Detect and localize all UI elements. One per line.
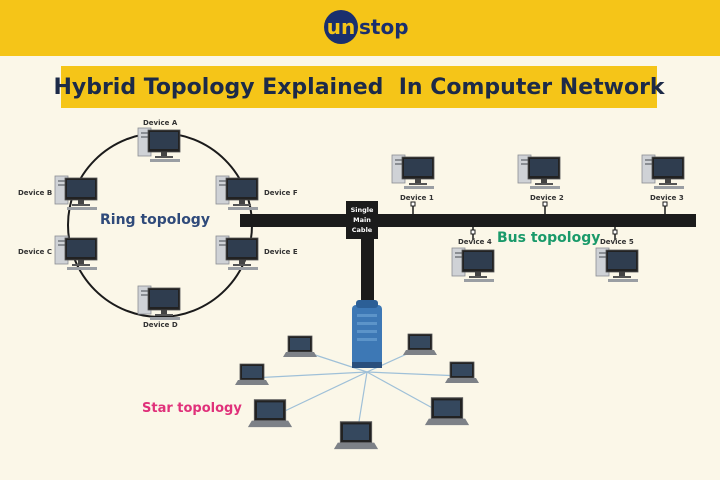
ring-device-b-computer [54, 175, 98, 210]
star-laptop-6-icon [445, 361, 479, 383]
logo-mark: un [324, 10, 358, 44]
bus-device-2-label: Device 2 [530, 194, 564, 202]
star-laptop-4-icon [333, 421, 379, 450]
title-banner: Hybrid Topology Explained In Computer Ne… [53, 66, 665, 108]
bus-device-1-label: Device 1 [400, 194, 434, 202]
desktop-computers [54, 127, 685, 320]
star-laptop-2-icon [235, 363, 269, 385]
star-laptops [235, 333, 479, 450]
bus-device-2-computer [517, 154, 561, 189]
cable-label-line-2: Main [353, 216, 371, 224]
star-topology-label: Star topology [142, 401, 242, 416]
unstop-logo: un stop [324, 10, 409, 44]
single-main-cable-box [346, 201, 378, 239]
star-spokes [251, 347, 463, 441]
tap-device-2 [542, 201, 548, 207]
logo-wordmark: stop [359, 15, 409, 39]
bus-device-5-label: Device 5 [600, 238, 634, 246]
ring-device-c-label: Device C [18, 248, 52, 256]
ring-device-b-label: Device B [18, 189, 52, 197]
star-laptop-5-icon [424, 397, 470, 426]
bus-device-4-computer [451, 247, 495, 282]
bus-device-3-label: Device 3 [650, 194, 684, 202]
tap-device-1 [410, 201, 416, 207]
bus-device-5-computer [595, 247, 639, 282]
ring-device-d-computer [137, 285, 181, 320]
ring-device-a-label: Device A [143, 119, 178, 127]
page-title: Hybrid Topology Explained In Computer Ne… [53, 74, 665, 100]
ring-device-f-computer [215, 175, 259, 210]
ring-device-f-label: Device F [264, 189, 298, 197]
spoke-laptop-2 [251, 371, 368, 379]
ring-device-e-label: Device E [264, 248, 298, 256]
spoke-laptop-3 [269, 371, 368, 419]
ring-device-e-computer [215, 235, 259, 270]
bus-topology-label: Bus topology [497, 230, 600, 246]
cable-label-line-3: Cable [352, 226, 373, 234]
main-bus-cable [240, 214, 696, 227]
star-laptop-3-icon [247, 399, 293, 428]
ring-device-d-label: Device D [143, 321, 178, 329]
ring-device-c-computer [54, 235, 98, 270]
spoke-laptop-6 [366, 371, 463, 377]
bus-device-1-computer [391, 154, 435, 189]
star-laptop-1-icon [283, 335, 317, 357]
bus-device-4-label: Device 4 [458, 238, 492, 246]
switch-icon [352, 300, 382, 368]
tap-device-4 [470, 229, 476, 235]
ring-device-a-computer [137, 127, 181, 162]
top-band [0, 0, 720, 56]
ring-topology-label: Ring topology [100, 212, 210, 228]
bus-device-3-computer [641, 154, 685, 189]
star-laptop-7-icon [403, 333, 437, 355]
bus-drops [410, 201, 668, 240]
cable-label-line-1: Single [351, 206, 374, 214]
tap-device-3 [662, 201, 668, 207]
tap-device-5 [612, 229, 618, 235]
